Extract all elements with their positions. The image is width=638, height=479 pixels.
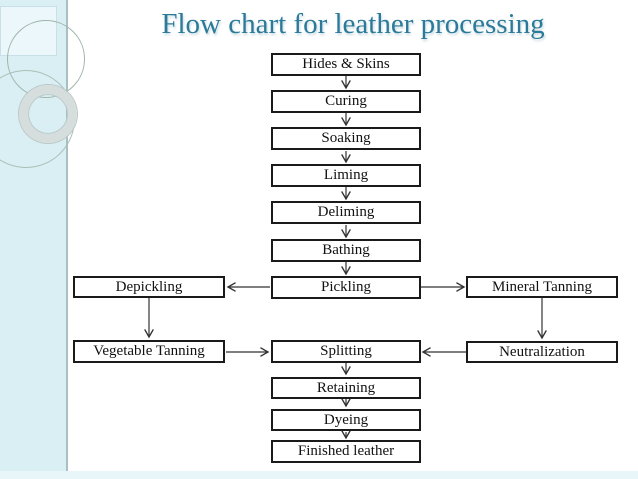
sidebar-decoration xyxy=(0,0,85,471)
node-hides-skins: Hides & Skins xyxy=(271,53,421,76)
node-pickling: Pickling xyxy=(271,276,421,299)
node-curing: Curing xyxy=(271,90,421,113)
node-retaining: Retaining xyxy=(271,377,421,399)
node-liming: Liming xyxy=(271,164,421,187)
decorative-ring xyxy=(19,85,77,143)
node-bathing: Bathing xyxy=(271,239,421,262)
node-deliming: Deliming xyxy=(271,201,421,224)
node-neutralization: Neutralization xyxy=(466,341,618,363)
node-soaking: Soaking xyxy=(271,127,421,150)
node-finished-leather: Finished leather xyxy=(271,440,421,463)
node-dyeing: Dyeing xyxy=(271,409,421,431)
page-title: Flow chart for leather processing xyxy=(161,8,545,40)
node-mineral-tanning: Mineral Tanning xyxy=(466,276,618,298)
node-vegetable-tanning: Vegetable Tanning xyxy=(73,340,225,363)
bottom-accent-strip xyxy=(0,471,638,479)
node-depickling: Depickling xyxy=(73,276,225,298)
node-splitting: Splitting xyxy=(271,340,421,363)
